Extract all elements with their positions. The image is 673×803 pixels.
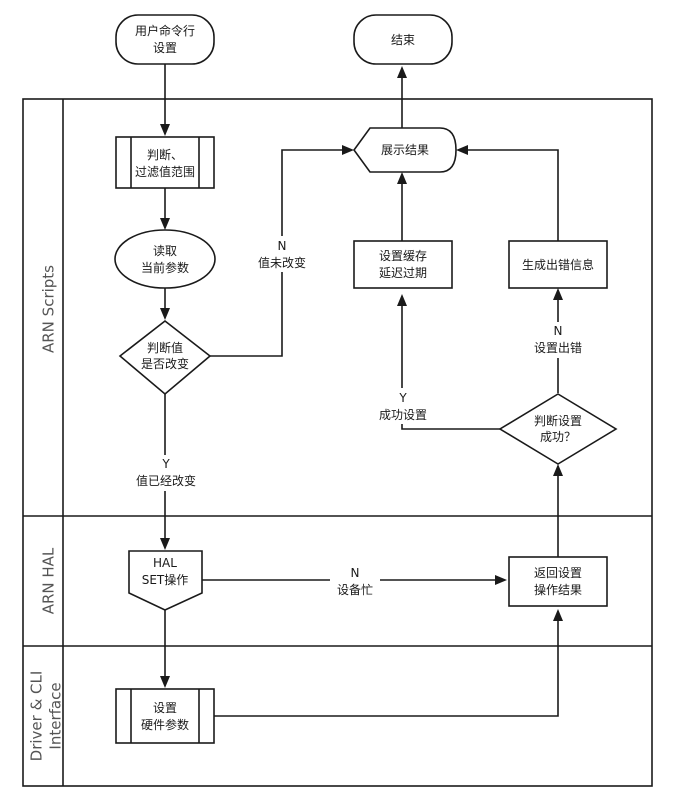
arrowhead [397, 66, 407, 78]
lane-label-driver-line2: Interface [47, 682, 65, 749]
arrowhead [553, 464, 563, 476]
node-return-result-line2: 操作结果 [534, 582, 582, 597]
node-set-hw-line1: 设置 [153, 701, 177, 715]
node-end-line1: 结束 [391, 33, 415, 47]
node-judge-success-line2: 成功？ [540, 430, 576, 444]
node-judge-change-line2: 是否改变 [141, 356, 189, 371]
edge-label-fail-line1: N [554, 324, 563, 338]
node-read-line2: 当前参数 [141, 260, 189, 275]
edge-label-fail-line2: 设置出错 [534, 341, 582, 355]
edge-label-fail: N 设置出错 [528, 322, 588, 358]
edge-label-unchanged-line2: 值未改变 [258, 255, 306, 270]
swimlane-frame [22, 98, 653, 787]
arrowhead [160, 308, 170, 320]
arrowhead [160, 676, 170, 688]
node-set-hw: 设置 硬件参数 [115, 688, 215, 744]
node-error-info: 生成出错信息 [508, 240, 608, 289]
edge-label-changed-line1: Y [161, 457, 170, 471]
node-error-info-line1: 生成出错信息 [522, 257, 594, 272]
node-hal-set-line2: SET操作 [142, 572, 189, 587]
node-end: 结束 [353, 14, 453, 65]
node-judge-change: 判断值 是否改变 [118, 319, 212, 396]
edge-label-unchanged-line1: N [278, 239, 287, 253]
edge-success-to-cache [401, 302, 500, 430]
lane-label-driver-line1: Driver & CLI [28, 671, 46, 762]
node-cache: 设置缓存 延迟过期 [353, 240, 453, 289]
lane-label-arn-hal: ARN HAL [40, 547, 58, 614]
node-read: 读取 当前参数 [114, 229, 216, 289]
node-filter-line1: 判断、 [147, 147, 183, 162]
node-return-result-line1: 返回设置 [534, 566, 582, 580]
node-start-line1: 用户命令行 [135, 23, 195, 38]
edge-label-changed-line2: 值已经改变 [136, 473, 196, 488]
node-filter: 判断、 过滤值范围 [115, 136, 215, 189]
node-start: 用户命令行 设置 [115, 14, 215, 65]
node-read-line1: 读取 [153, 244, 177, 258]
arrowhead [495, 575, 507, 585]
arrowhead [342, 145, 354, 155]
edge-label-success: Y 成功设置 [373, 388, 433, 424]
edge-label-busy-line1: N [351, 566, 360, 580]
lane-label-arn-scripts: ARN Scripts [40, 265, 58, 353]
arrowhead [553, 288, 563, 300]
node-hal-set: HAL SET操作 [128, 550, 203, 611]
arrowhead [397, 294, 407, 306]
node-filter-line2: 过滤值范围 [135, 164, 195, 179]
arrowhead [160, 538, 170, 550]
arrowhead [456, 145, 468, 155]
edge-label-busy-line2: 设备忙 [337, 583, 373, 597]
node-judge-success-line1: 判断设置 [534, 413, 582, 428]
node-cache-line2: 延迟过期 [379, 266, 427, 280]
edge-label-success-line1: Y [398, 391, 407, 405]
edge-label-success-line2: 成功设置 [379, 408, 427, 422]
arrowhead [553, 609, 563, 621]
arrowhead [160, 124, 170, 136]
edge-label-busy: N 设备忙 [330, 565, 380, 601]
edge-label-unchanged: N 值未改变 [252, 236, 312, 272]
node-cache-line1: 设置缓存 [379, 249, 427, 263]
arrowhead [397, 172, 407, 184]
node-start-line2: 设置 [153, 41, 177, 55]
node-set-hw-line2: 硬件参数 [141, 717, 189, 732]
lane-outer-border [22, 98, 653, 787]
edge-error-to-show [464, 149, 559, 241]
edges [164, 64, 559, 717]
node-judge-change-line1: 判断值 [147, 340, 183, 355]
node-show: 展示结果 [353, 127, 457, 173]
node-hal-set-line1: HAL [153, 556, 177, 570]
edge-hw-to-return [214, 617, 559, 717]
edge-label-changed: Y 值已经改变 [130, 455, 202, 491]
arrowhead [160, 218, 170, 230]
node-return-result: 返回设置 操作结果 [508, 556, 608, 607]
arrowheads [160, 66, 563, 688]
node-judge-success: 判断设置 成功？ [498, 393, 618, 465]
node-show-line1: 展示结果 [381, 143, 429, 157]
